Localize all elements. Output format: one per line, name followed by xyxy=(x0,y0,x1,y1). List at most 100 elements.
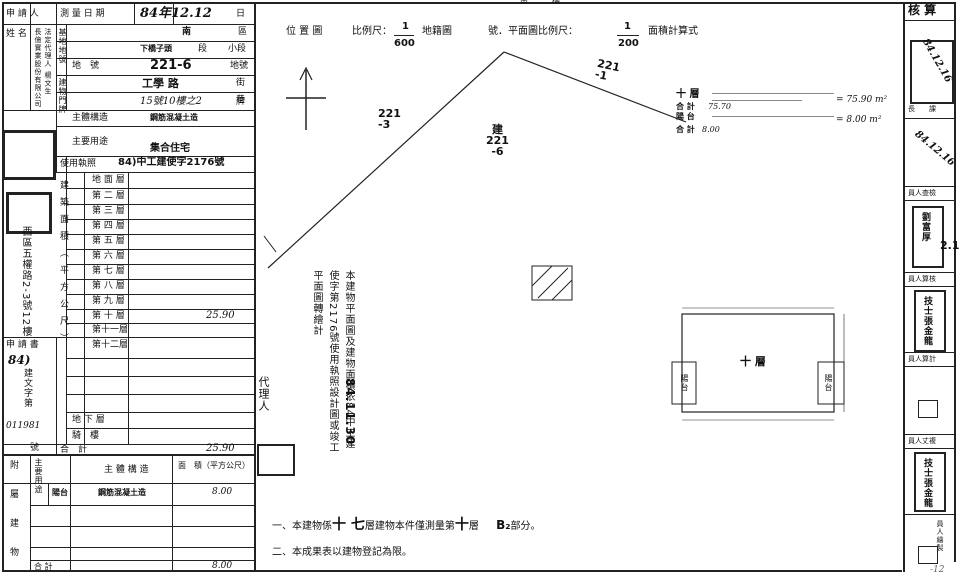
annex-struct: 鋼筋混凝土造 xyxy=(98,488,146,497)
lot-label-c: 建 221 -6 xyxy=(486,123,509,158)
scale2-den: 200 xyxy=(618,38,639,49)
stamp-calc-text: 技士張金龍 xyxy=(922,296,932,346)
right-col-divider xyxy=(903,2,905,572)
floor-row: 第十二層 xyxy=(92,340,129,350)
note1-floors: 十 七 xyxy=(332,517,365,533)
door-label: 建物門牌 xyxy=(58,78,67,114)
parcel-label: 地 號 xyxy=(72,61,100,71)
frame-left xyxy=(2,2,4,572)
calc-sum-val: 75.70 xyxy=(708,102,731,111)
vertical-note: 本建物平面圖及建物面積依84中工建使字第2176號使用執照設計圖或竣工平面圖轉繪… xyxy=(311,270,354,454)
agent-label: 代理人 xyxy=(257,376,270,412)
section-unit: 段 xyxy=(198,44,208,54)
calc-scribble xyxy=(712,93,834,94)
floor-plan xyxy=(671,307,845,421)
corner-mark: -12 xyxy=(930,565,945,575)
note1-mid: 層建物本件僅測量第 xyxy=(364,521,455,532)
floor-row: 第 三 層 xyxy=(92,206,125,216)
subsection-unit: 小段 xyxy=(228,44,247,54)
label-calc-check: 員人算核 xyxy=(908,275,936,283)
note-line-1: 一、本建物係十 七層建物本件僅測量第十層 B₂部分。 xyxy=(272,514,540,534)
note1-tail: 部分。 xyxy=(510,521,541,532)
annex-total-label: 合 計 xyxy=(34,562,53,571)
floor-row: 第 二 層 xyxy=(92,191,125,201)
annex-area: 8.00 xyxy=(212,487,233,497)
annex-area-label: 面 積（平方公尺） xyxy=(178,461,250,470)
frame-bottom xyxy=(2,570,902,572)
floor-row: 地 面 層 xyxy=(92,175,125,185)
door-unit: 牌 xyxy=(236,97,246,107)
location-label: 位 置 圖 xyxy=(286,26,323,37)
label-drafter: 員人繪製 xyxy=(936,520,944,552)
note1-pre: 一、本建物係 xyxy=(272,521,332,532)
calc-scribble xyxy=(712,116,834,117)
apply-no: 011981 xyxy=(6,421,41,431)
fraction-bar xyxy=(394,35,414,36)
company: 長億實業股份有限公司 xyxy=(34,28,42,108)
structure: 鋼筋混凝土造 xyxy=(150,113,198,122)
side-address: 西區五權路2-3號12樓 xyxy=(20,226,31,338)
district-unit: 區 xyxy=(238,27,248,37)
scale1-label: 比例尺： xyxy=(352,26,392,37)
frame-right xyxy=(954,2,956,562)
location-sketch xyxy=(263,51,687,301)
arcade-label: 騎 樓 xyxy=(72,431,100,441)
apply-no-suffix: 號 xyxy=(30,443,40,453)
floor-row: 第 九 層 xyxy=(92,296,125,306)
calc-eq2: = 8.00 m² xyxy=(836,115,882,125)
parcel-unit: 地號 xyxy=(230,61,249,71)
basement-label: 地 下 層 xyxy=(72,415,105,425)
small-seal xyxy=(918,400,938,418)
right-top-label: 核 算 xyxy=(908,3,937,17)
owner-rep: 法定代理人 楊文生 xyxy=(44,28,52,96)
date-stamp xyxy=(910,40,954,104)
district: 南 xyxy=(182,27,192,37)
annex-label: 附屬建物 xyxy=(8,460,18,576)
applicant-label: 申 請 人 xyxy=(6,9,39,19)
annex-use-label: 主要用途 xyxy=(34,458,43,494)
map-no-label: 地籍圖 xyxy=(422,26,452,37)
floor-row: 第 六 層 xyxy=(92,251,125,261)
fraction-bar xyxy=(617,35,639,36)
use-label: 主要用途 xyxy=(72,137,109,147)
stamp-calc: 技士張金龍 xyxy=(914,290,946,352)
note1-floor: 十 xyxy=(454,517,469,533)
note1-post: 層 xyxy=(468,521,479,532)
annex-use: 陽台 xyxy=(52,488,68,497)
small-seal xyxy=(918,546,938,564)
name-label: 姓 名 xyxy=(6,29,27,39)
label-chief: 長 課 xyxy=(908,105,936,113)
survey-date-label: 測 量 日 期 xyxy=(60,9,105,19)
total-area: 25.90 xyxy=(206,443,235,454)
floor-row: 第 五 層 xyxy=(92,236,125,246)
use: 集合住宅 xyxy=(150,143,190,154)
agent-seal xyxy=(257,444,295,476)
date-2: 84.12.16 xyxy=(912,128,957,169)
stamp-checker-text: 劉富厚 xyxy=(920,212,930,242)
note-date: 84.11.30 xyxy=(343,378,357,446)
annex-total: 8.00 xyxy=(212,561,233,571)
label-resurvey: 員人丈複 xyxy=(908,437,936,445)
map-no-suffix: 號．平面圖比例尺： xyxy=(488,26,578,37)
floor-plan-label: 十 層 xyxy=(740,355,766,368)
floor10-area: 25.90 xyxy=(206,310,235,321)
lot-label-b: 221 -3 xyxy=(378,107,401,131)
side-num: 2.1 xyxy=(940,239,960,252)
calc-balcony: 陽 台 xyxy=(676,112,695,121)
frame-top xyxy=(2,2,955,4)
note-line-2: 二、本成果表以建物登記為限。 xyxy=(272,547,412,558)
area-calc-label: 面積計算式 xyxy=(648,26,698,37)
calc-scribble xyxy=(712,100,802,101)
permit-label: 使用執照 xyxy=(60,159,97,169)
seal-stamp xyxy=(6,192,52,234)
floor-row: 第 七 層 xyxy=(92,266,125,276)
scale1-num: 1 xyxy=(402,21,409,32)
site-label: 基地地號 xyxy=(58,28,67,64)
parcel-no: 221-6 xyxy=(150,58,192,73)
label-calculator: 員人算計 xyxy=(908,355,936,363)
apply-year: 84) xyxy=(8,353,31,367)
survey-date: 84年12.12 xyxy=(140,6,212,21)
door-no: 15號10樓之2 xyxy=(140,96,202,107)
stamp-survey-text: 技士張金龍 xyxy=(922,458,932,508)
scale1-den: 600 xyxy=(394,38,415,49)
